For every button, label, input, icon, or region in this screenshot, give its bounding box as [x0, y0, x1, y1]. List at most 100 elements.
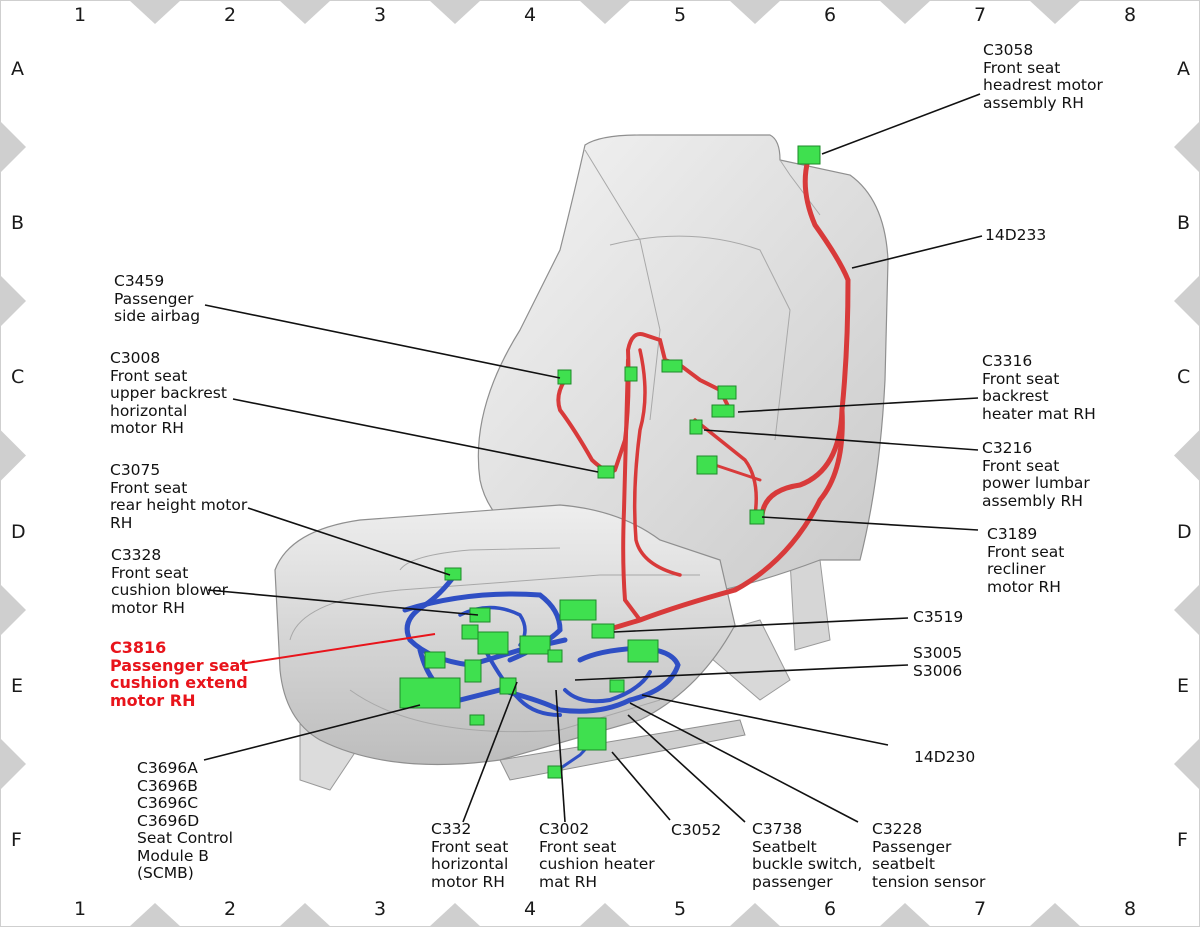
label-line: Passenger seat — [110, 655, 248, 675]
grid-label: B — [11, 212, 25, 234]
grid-label: 3 — [373, 4, 387, 26]
grid-tick — [1174, 121, 1200, 173]
label-line: S3005 — [913, 644, 963, 662]
label-line: C332 — [431, 820, 472, 838]
label-line: C3058 — [983, 41, 1034, 59]
grid-tick — [579, 0, 631, 24]
label-line: assembly RH — [983, 93, 1084, 112]
label-line: C3189 — [987, 525, 1038, 543]
label-line: Front seat — [982, 456, 1060, 475]
label-line: cushion blower — [111, 581, 228, 599]
label-c3519: C3519 — [913, 608, 964, 627]
grid-label: 5 — [673, 898, 687, 920]
label-line: tension sensor — [872, 872, 986, 891]
label-c3328: C3328 Front seat cushion blower motor RH — [111, 546, 228, 617]
label-line: side airbag — [114, 307, 201, 325]
label-c3459: C3459 Passenger side airbag — [114, 272, 201, 326]
grid-label: 6 — [823, 4, 837, 26]
grid-tick — [0, 275, 26, 327]
label-line: motor RH — [110, 419, 184, 437]
grid-tick — [0, 121, 26, 173]
label-line: C3002 — [539, 820, 590, 838]
label-line: Front seat — [539, 837, 617, 856]
label-line: 14D230 — [914, 748, 976, 766]
label-line: horizontal — [110, 401, 188, 420]
backrest-harness — [556, 157, 851, 635]
grid-tick — [879, 0, 931, 24]
label-line: Front seat — [982, 369, 1060, 388]
label-line: C3052 — [671, 821, 722, 839]
label-line: assembly RH — [982, 491, 1083, 510]
label-line: C3216 — [982, 439, 1033, 457]
label-line: C3696D — [137, 811, 200, 830]
label-line: headrest motor — [983, 76, 1103, 94]
label-line: horizontal — [431, 855, 509, 873]
label-s3005-s3006: S3005 S3006 — [913, 644, 963, 680]
label-line: Front seat — [983, 58, 1061, 77]
grid-label: E — [1177, 675, 1190, 697]
label-line: C3696C — [137, 794, 199, 812]
grid-tick — [279, 903, 331, 927]
label-line: seatbelt — [872, 855, 935, 873]
label-line: heater mat RH — [982, 404, 1096, 423]
label-line: Front seat — [110, 478, 188, 497]
grid-tick — [429, 903, 481, 927]
label-line: C3316 — [982, 352, 1033, 370]
label-line: power lumbar — [982, 474, 1090, 492]
grid-tick — [129, 0, 181, 24]
grid-label: B — [1177, 212, 1191, 234]
label-c3816-highlighted: C3816 Passenger seat cushion extend moto… — [110, 639, 248, 709]
label-line: C3075 — [110, 461, 161, 479]
label-c332: C332 Front seat horizontal motor RH — [431, 820, 509, 891]
grid-label: 7 — [973, 898, 987, 920]
grid-tick — [0, 429, 26, 482]
leader-lines — [203, 93, 983, 823]
label-line: S3006 — [913, 661, 963, 680]
label-line: Seat Control — [137, 829, 233, 847]
label-line: C3328 — [111, 546, 162, 564]
label-line: recliner — [987, 560, 1046, 578]
grid-label: 7 — [973, 4, 987, 26]
label-line: (SCMB) — [137, 864, 194, 882]
label-line: buckle switch, — [752, 855, 863, 873]
grid-label: 4 — [523, 898, 537, 920]
label-c3738: C3738 Seatbelt buckle switch, passenger — [752, 820, 863, 891]
grid-label: 6 — [823, 898, 837, 920]
label-line: Seatbelt — [752, 837, 817, 856]
grid-label: D — [11, 521, 26, 543]
label-line: motor RH — [111, 598, 185, 617]
label-14d230: 14D230 — [914, 748, 976, 767]
grid-label: D — [1177, 521, 1192, 543]
grid-label: 4 — [523, 4, 537, 26]
label-c3075: C3075 Front seat rear height motor RH — [110, 461, 247, 532]
label-c3002: C3002 Front seat cushion heater mat RH — [539, 820, 655, 891]
grid-tick — [1174, 584, 1200, 636]
label-line: motor RH — [110, 690, 196, 710]
label-c3696: C3696A C3696B C3696C C3696D Seat Control… — [137, 759, 233, 883]
grid-tick — [129, 903, 181, 927]
grid-label: 8 — [1123, 4, 1137, 26]
label-line: passenger — [752, 872, 833, 891]
grid-label: A — [1177, 58, 1190, 80]
grid-tick — [1174, 429, 1200, 482]
label-c3228: C3228 Passenger seatbelt tension sensor — [872, 820, 986, 891]
grid-tick — [429, 0, 481, 24]
label-line: Passenger — [872, 837, 952, 856]
grid-label: 1 — [73, 4, 87, 26]
label-c3058: C3058 Front seat headrest motor assembly… — [983, 41, 1103, 112]
label-line: C3459 — [114, 272, 165, 290]
label-line: Front seat — [110, 366, 188, 385]
connectors — [399, 145, 821, 779]
grid-label: E — [11, 675, 24, 697]
grid-tick — [579, 903, 631, 927]
grid-label: 2 — [223, 4, 237, 26]
label-line: C3228 — [872, 820, 923, 838]
label-line: motor RH — [431, 872, 505, 891]
label-c3316: C3316 Front seat backrest heater mat RH — [982, 352, 1096, 423]
grid-label: 1 — [73, 898, 87, 920]
grid-label: 3 — [373, 898, 387, 920]
label-line: C3519 — [913, 608, 964, 626]
label-line: backrest — [982, 387, 1049, 405]
